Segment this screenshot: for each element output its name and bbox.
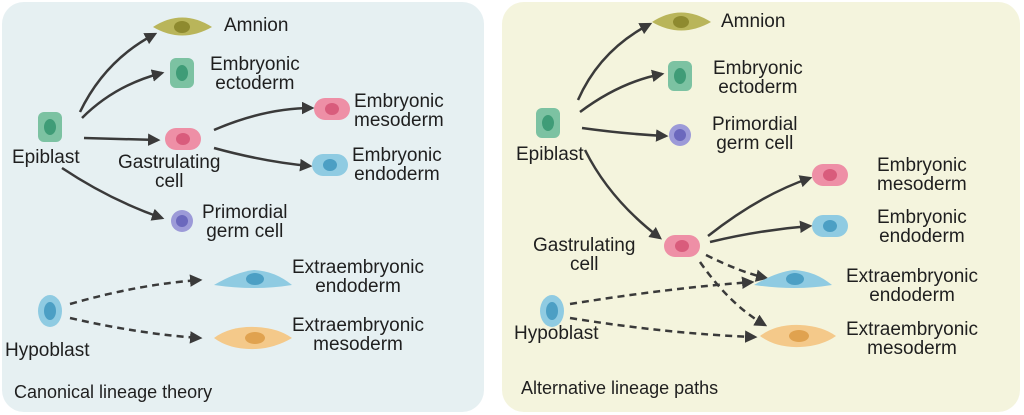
label-gastrulating-cell-r: Gastrulating cell [533, 235, 636, 275]
mesoderm-cell-icon-r [812, 164, 848, 186]
extraembryonic-mesoderm-cell-icon-r [760, 324, 836, 348]
endoderm-cell-icon [312, 154, 348, 176]
arrow-gastrulating-to-endoderm [213, 146, 313, 172]
arrow-hypoblast-to-exendoderm-r [569, 276, 755, 306]
left-arrows [61, 32, 315, 344]
arrow-epiblast-to-gastrulating [83, 133, 161, 146]
label-embryonic-ectoderm: Embryonic ectoderm [210, 54, 300, 94]
extraembryonic-endoderm-cell-icon [214, 270, 292, 288]
right-cells [536, 12, 848, 348]
caption-canonical: Canonical lineage theory [14, 382, 213, 402]
arrow-epiblast-to-amnion [78, 32, 158, 113]
arrow-epiblast-to-ectoderm-r [579, 69, 665, 114]
amnion-cell-icon-r [652, 12, 711, 31]
label-embryonic-endoderm: Embryonic endoderm [352, 145, 442, 185]
epiblast-cell-icon [38, 112, 62, 142]
mesoderm-cell-icon [314, 98, 350, 120]
arrow-gastrulating-to-mesoderm-r [707, 175, 813, 237]
label-extraembryonic-mesoderm-r: Extraembryonic mesoderm [846, 319, 978, 359]
label-primordial-germ-cell-r: Primordial germ cell [712, 114, 798, 154]
ectoderm-cell-icon-r [668, 61, 692, 91]
label-gastrulating-cell: Gastrulating cell [118, 152, 221, 192]
extraembryonic-endoderm-cell-icon-r [754, 270, 832, 288]
germ-cell-icon-r [669, 124, 691, 146]
label-primordial-germ-cell: Primordial germ cell [202, 202, 288, 242]
caption-alternative: Alternative lineage paths [521, 378, 719, 398]
gastrulating-cell-icon [165, 128, 201, 150]
arrow-epiblast-to-germ-cell [61, 166, 165, 221]
label-embryonic-mesoderm: Embryonic mesoderm [354, 91, 444, 131]
label-extraembryonic-endoderm: Extraembryonic endoderm [292, 257, 424, 297]
germ-cell-icon [171, 210, 193, 232]
label-epiblast: Epiblast [12, 147, 80, 168]
label-amnion: Amnion [224, 15, 289, 36]
amnion-cell-icon [153, 17, 212, 36]
label-epiblast-r: Epiblast [516, 144, 584, 165]
label-amnion-r: Amnion [721, 11, 786, 32]
arrow-epiblast-to-gastrulating-r [583, 149, 662, 240]
right-arrows [569, 22, 813, 343]
endoderm-cell-icon-r [812, 215, 848, 237]
epiblast-cell-icon-r [536, 108, 560, 138]
label-embryonic-endoderm-r: Embryonic endoderm [877, 207, 967, 247]
arrow-epiblast-to-ectoderm [81, 69, 165, 119]
arrow-epiblast-to-germ-cell-r [581, 126, 669, 142]
alternative-lineage-panel [502, 2, 1020, 412]
gastrulating-cell-icon-r [664, 235, 700, 257]
label-embryonic-ectoderm-r: Embryonic ectoderm [713, 58, 803, 98]
extraembryonic-mesoderm-cell-icon [214, 326, 292, 350]
left-cells [38, 17, 350, 350]
hypoblast-cell-icon [38, 295, 62, 327]
arrow-epiblast-to-amnion-r [576, 22, 653, 101]
label-extraembryonic-mesoderm: Extraembryonic mesoderm [292, 315, 424, 355]
label-hypoblast-r: Hypoblast [514, 323, 599, 344]
label-embryonic-mesoderm-r: Embryonic mesoderm [877, 155, 967, 195]
ectoderm-cell-icon [170, 58, 194, 88]
arrow-hypoblast-to-exmesoderm [69, 316, 203, 344]
arrow-hypoblast-to-exendoderm [69, 274, 203, 306]
hypoblast-cell-icon-r [540, 295, 564, 327]
arrow-gastrulating-to-exmesoderm-r [698, 261, 768, 327]
label-hypoblast: Hypoblast [5, 340, 90, 361]
label-extraembryonic-endoderm-r: Extraembryonic endoderm [846, 266, 978, 306]
arrow-gastrulating-to-mesoderm [213, 101, 315, 132]
arrow-gastrulating-to-endoderm-r [709, 220, 813, 244]
arrow-hypoblast-to-exmesoderm-r [569, 316, 758, 343]
arrow-gastrulating-to-exendoderm-r [705, 253, 769, 282]
